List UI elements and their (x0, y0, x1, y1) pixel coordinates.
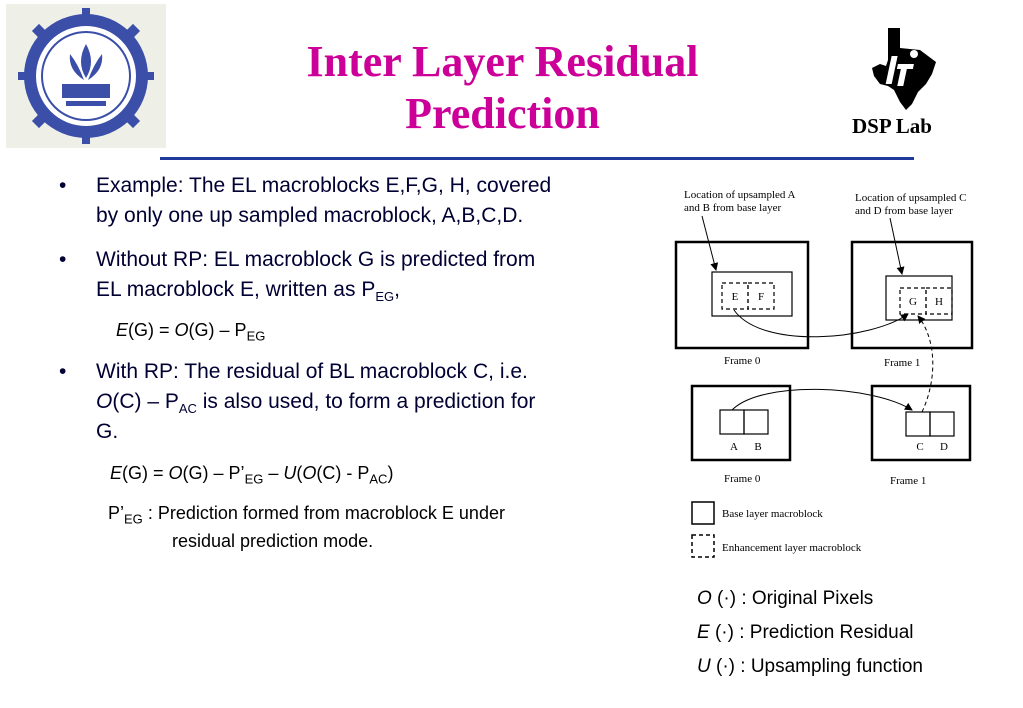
note-sub: EG (124, 511, 143, 527)
frame-0-bottom-box (690, 384, 792, 462)
eq2-o2: O (302, 463, 317, 483)
eq1-e: E (116, 320, 129, 340)
eq1-part: (G) – P (188, 320, 247, 340)
eq2-u: U (283, 463, 297, 483)
arrow-c-to-g-residual (917, 315, 934, 413)
legend-u-text: (·) : Upsampling function (710, 656, 923, 677)
mb-a-label: A (730, 441, 738, 453)
bullet-dot: • (59, 174, 67, 197)
note-p: P’ (108, 503, 125, 523)
eq2-part: (C) - P (316, 463, 370, 483)
frame-1-bottom-box (870, 384, 972, 462)
eq1-sub: EG (246, 328, 266, 344)
legend-base-label: Base layer macroblock (722, 508, 823, 520)
frame-0-bottom-label: Frame 0 (724, 473, 761, 485)
note-line-2: residual prediction mode. (172, 531, 374, 551)
eq2-part: (G) – P’ (182, 463, 245, 483)
arrow-loc-ab (701, 215, 719, 271)
label-loc-cd-1: Location of upsampled C (855, 192, 967, 204)
prediction-note: P’EG : Prediction formed from macroblock… (108, 499, 668, 555)
label-loc-cd-2: and D from base layer (855, 205, 953, 217)
bullet-3-line-1: With RP: The residual of BL macroblock C… (96, 360, 528, 383)
macroblock-diagram: Location of upsampled A and B from base … (672, 180, 990, 570)
eq2-sub: AC (369, 471, 388, 487)
symbol-legend: O (·) : Original Pixels E (·) : Predicti… (697, 582, 923, 684)
legend-u-sym: U (697, 656, 711, 677)
institute-logo (6, 4, 166, 148)
legend-enh-label: Enhancement layer macroblock (722, 542, 862, 554)
bullet-3: • With RP: The residual of BL macroblock… (59, 357, 676, 447)
legend-o-text: (·) : Original Pixels (711, 588, 874, 609)
bullet-2: • Without RP: EL macroblock G is predict… (59, 245, 676, 305)
bullet-dot: • (59, 248, 67, 271)
macroblock-h (925, 287, 953, 315)
b2-text: EL macroblock E, written as P (96, 278, 376, 301)
arrow-loc-cd (889, 217, 905, 275)
eq2-part: ) (387, 463, 394, 483)
legend-o: O (·) : Original Pixels (697, 582, 923, 616)
legend-u: U (·) : Upsampling function (697, 650, 923, 684)
equation-1: E(G) = O(G) – PEG (116, 318, 266, 344)
b3-part: is also used, to form a prediction for (196, 390, 536, 413)
bullet-1-line-1: Example: The EL macroblocks E,F,G, H, co… (96, 174, 552, 197)
eq2-part: – (263, 463, 284, 483)
legend-base-box (691, 501, 715, 525)
mb-e-label: E (732, 291, 739, 303)
eq1-o: O (174, 320, 189, 340)
frame-1-top-box (850, 240, 974, 350)
frame-0-top-box (674, 240, 810, 350)
title-line-2: Prediction (405, 89, 600, 138)
legend-o-sym: O (697, 588, 712, 609)
b2-sub: EG (375, 289, 395, 305)
eq2-o: O (168, 463, 183, 483)
eq2-e: E (110, 463, 123, 483)
mb-g-label: G (909, 296, 917, 308)
b3-o: O (96, 390, 113, 413)
bullet-dot: • (59, 360, 67, 383)
b3-part: (C) – P (112, 390, 179, 413)
bullet-2-line-1: Without RP: EL macroblock G is predicted… (96, 248, 536, 271)
equation-2: E(G) = O(G) – P’EG – U(O(C) - PAC) (110, 461, 394, 487)
dsp-lab-label: DSP Lab (852, 114, 932, 138)
label-loc-ab-2: and B from base layer (684, 202, 781, 214)
upsampled-ab-box (711, 271, 793, 317)
macroblock-d (929, 411, 955, 437)
bullet-1: • Example: The EL macroblocks E,F,G, H, … (59, 171, 676, 231)
mb-f-label: F (758, 291, 764, 303)
bullet-2-line-2: EL macroblock E, written as PEG, (96, 275, 676, 305)
mb-h-label: H (935, 296, 943, 308)
bullet-3-line-2: O(C) – PAC is also used, to form a predi… (96, 387, 676, 417)
arrow-a-to-c (731, 388, 913, 411)
macroblock-b (743, 409, 769, 435)
texas-ti-logo (872, 28, 936, 110)
title-line-1: Inter Layer Residual (306, 37, 699, 86)
eq2-part: ( (296, 463, 303, 483)
slide-title: Inter Layer Residual Prediction (230, 36, 775, 140)
label-loc-ab-1: Location of upsampled A (684, 189, 796, 201)
mb-c-label: C (916, 441, 923, 453)
eq2-part: (G) = (122, 463, 169, 483)
legend-e-sym: E (697, 622, 710, 643)
b2-comma: , (394, 278, 400, 301)
mb-b-label: B (754, 441, 761, 453)
bullet-3-line-3: G. (96, 420, 119, 443)
b3-sub: AC (178, 401, 197, 417)
title-divider (160, 157, 914, 160)
arrow-e-to-g (733, 309, 909, 338)
frame-1-top-label: Frame 1 (884, 357, 920, 369)
legend-enh-box (691, 534, 715, 558)
bullet-1-line-2: by only one up sampled macroblock, A,B,C… (96, 204, 524, 227)
mb-d-label: D (940, 441, 948, 453)
frame-0-top-label: Frame 0 (724, 355, 761, 367)
frame-1-bottom-label: Frame 1 (890, 475, 926, 487)
eq2-sub: EG (244, 471, 264, 487)
macroblock-f (747, 282, 775, 310)
legend-e-text: (·) : Prediction Residual (709, 622, 914, 643)
note-line-1: : Prediction formed from macroblock E un… (142, 503, 505, 523)
eq1-part: (G) = (128, 320, 175, 340)
legend-e: E (·) : Prediction Residual (697, 616, 923, 650)
